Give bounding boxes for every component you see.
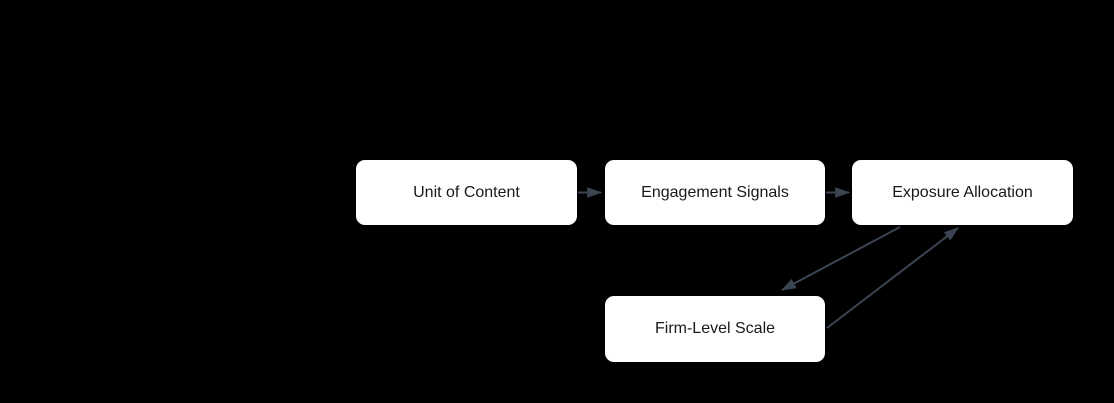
edge-firm-to-exposure: [826, 227, 959, 329]
node-unit-of-content: Unit of Content: [356, 160, 577, 225]
node-firm-level-scale: Firm-Level Scale: [605, 296, 825, 362]
node-label: Firm-Level Scale: [654, 320, 776, 338]
node-label: Unit of Content: [413, 183, 520, 201]
node-label: Exposure Allocation: [892, 183, 1033, 201]
node-label: Engagement Signals: [641, 183, 789, 201]
node-engagement-signals: Engagement Signals: [605, 160, 825, 225]
edge-exposure-to-firm: [780, 226, 901, 291]
node-exposure-allocation: Exposure Allocation: [852, 160, 1073, 225]
